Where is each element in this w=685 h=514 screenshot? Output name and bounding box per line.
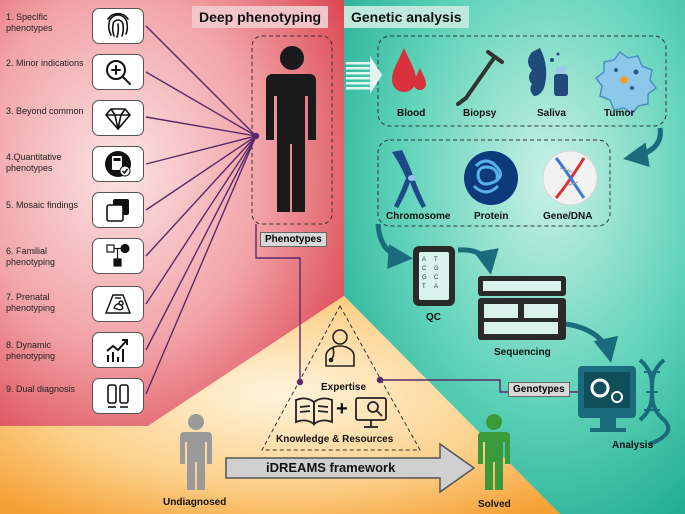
plus-sign: + (336, 398, 348, 420)
qc-letters: A T C G G C T A (422, 256, 446, 292)
qc-letter: T (422, 284, 426, 290)
phenotype-label-5: 5. Mosaic findings (6, 200, 79, 210)
undiagnosed-label: Undiagnosed (163, 497, 227, 508)
molecules-to-qc-arrow (375, 223, 413, 270)
diamond-icon (92, 100, 144, 136)
chromosome-icon (392, 150, 426, 208)
blood-drop-icon (392, 48, 426, 92)
tumor-label: Tumor (604, 108, 635, 119)
deep-phenotyping-panel (0, 0, 344, 426)
trend-chart-icon (92, 332, 144, 368)
expertise-label: Expertise (321, 382, 367, 393)
calculator-icon (92, 146, 144, 182)
phenotype-label-4: 4.Quantitative phenotypes (6, 152, 62, 173)
qc-letter: G (422, 275, 427, 281)
phenotype-label-1: 1. Specific phenotypes (6, 12, 53, 33)
analysis-computer-icon (578, 358, 671, 446)
protein-label: Protein (474, 211, 509, 222)
dual-panel-icon (92, 378, 144, 414)
framework-label: iDREAMS framework (266, 460, 396, 475)
knowledge-resources-label: Knowledge & Resources (276, 434, 394, 445)
genetic-analysis-header: Genetic analysis (344, 6, 469, 28)
overlapping-squares-icon (92, 192, 144, 228)
blood-label: Blood (397, 108, 426, 119)
book-icon (295, 397, 333, 426)
sequencing-to-analysis-arrow (565, 321, 619, 363)
deep-phenotyping-header: Deep phenotyping (192, 6, 329, 28)
framework-arrow (225, 442, 476, 494)
computer-search-icon (355, 397, 387, 428)
magnifier-plus-icon (92, 54, 144, 90)
striped-arrow (346, 56, 382, 94)
analysis-label: Analysis (612, 440, 654, 451)
genotypes-tag: Genotypes (508, 382, 570, 397)
qc-letter: C (422, 266, 427, 272)
tumor-cell-icon (594, 50, 658, 116)
qc-device-icon (413, 246, 455, 306)
chromosome-label: Chromosome (386, 211, 451, 222)
biopsy-label: Biopsy (463, 108, 497, 119)
protein-icon (464, 151, 518, 205)
phenotype-label-8: 8. Dynamic phenotyping (6, 340, 56, 361)
sequencing-label: Sequencing (494, 347, 551, 358)
phenotype-label-2: 2. Minor indications (6, 58, 84, 68)
sequencer-icon (478, 276, 566, 340)
pedigree-icon (92, 238, 144, 274)
qc-letter: C (434, 275, 439, 281)
solved-label: Solved (478, 499, 511, 510)
qc-letter: T (434, 257, 438, 263)
qc-letter: G (434, 266, 439, 272)
qc-label: QC (426, 312, 441, 323)
phenotypes-tag: Phenotypes (260, 232, 327, 247)
undiagnosed-person-icon (180, 414, 212, 490)
fingerprint-icon (92, 8, 144, 44)
samples-dashed-box (377, 35, 667, 127)
phenotype-label-3: 3. Beyond common (6, 106, 84, 116)
ultrasound-icon (92, 286, 144, 322)
syringe-icon (456, 50, 504, 106)
phenotype-label-6: 6. Familial phenotyping (6, 246, 56, 267)
gene-dna-label: Gene/DNA (543, 211, 593, 222)
phenotype-dashed-box (251, 35, 333, 225)
samples-to-molecules-arrow (623, 127, 663, 168)
solved-person-icon (478, 414, 510, 490)
dna-helix-icon (542, 150, 598, 206)
phenotype-person-icon (266, 46, 316, 212)
phenotype-label-9: 9. Dual diagnosis (6, 384, 76, 394)
qc-letter: A (422, 257, 427, 263)
doctor-icon (325, 329, 355, 367)
saliva-icon (528, 48, 568, 96)
qc-letter: A (434, 284, 439, 290)
qc-to-sequencing-arrow (457, 247, 499, 275)
phenotype-label-7: 7. Prenatal phenotyping (6, 292, 56, 313)
saliva-label: Saliva (537, 108, 566, 119)
